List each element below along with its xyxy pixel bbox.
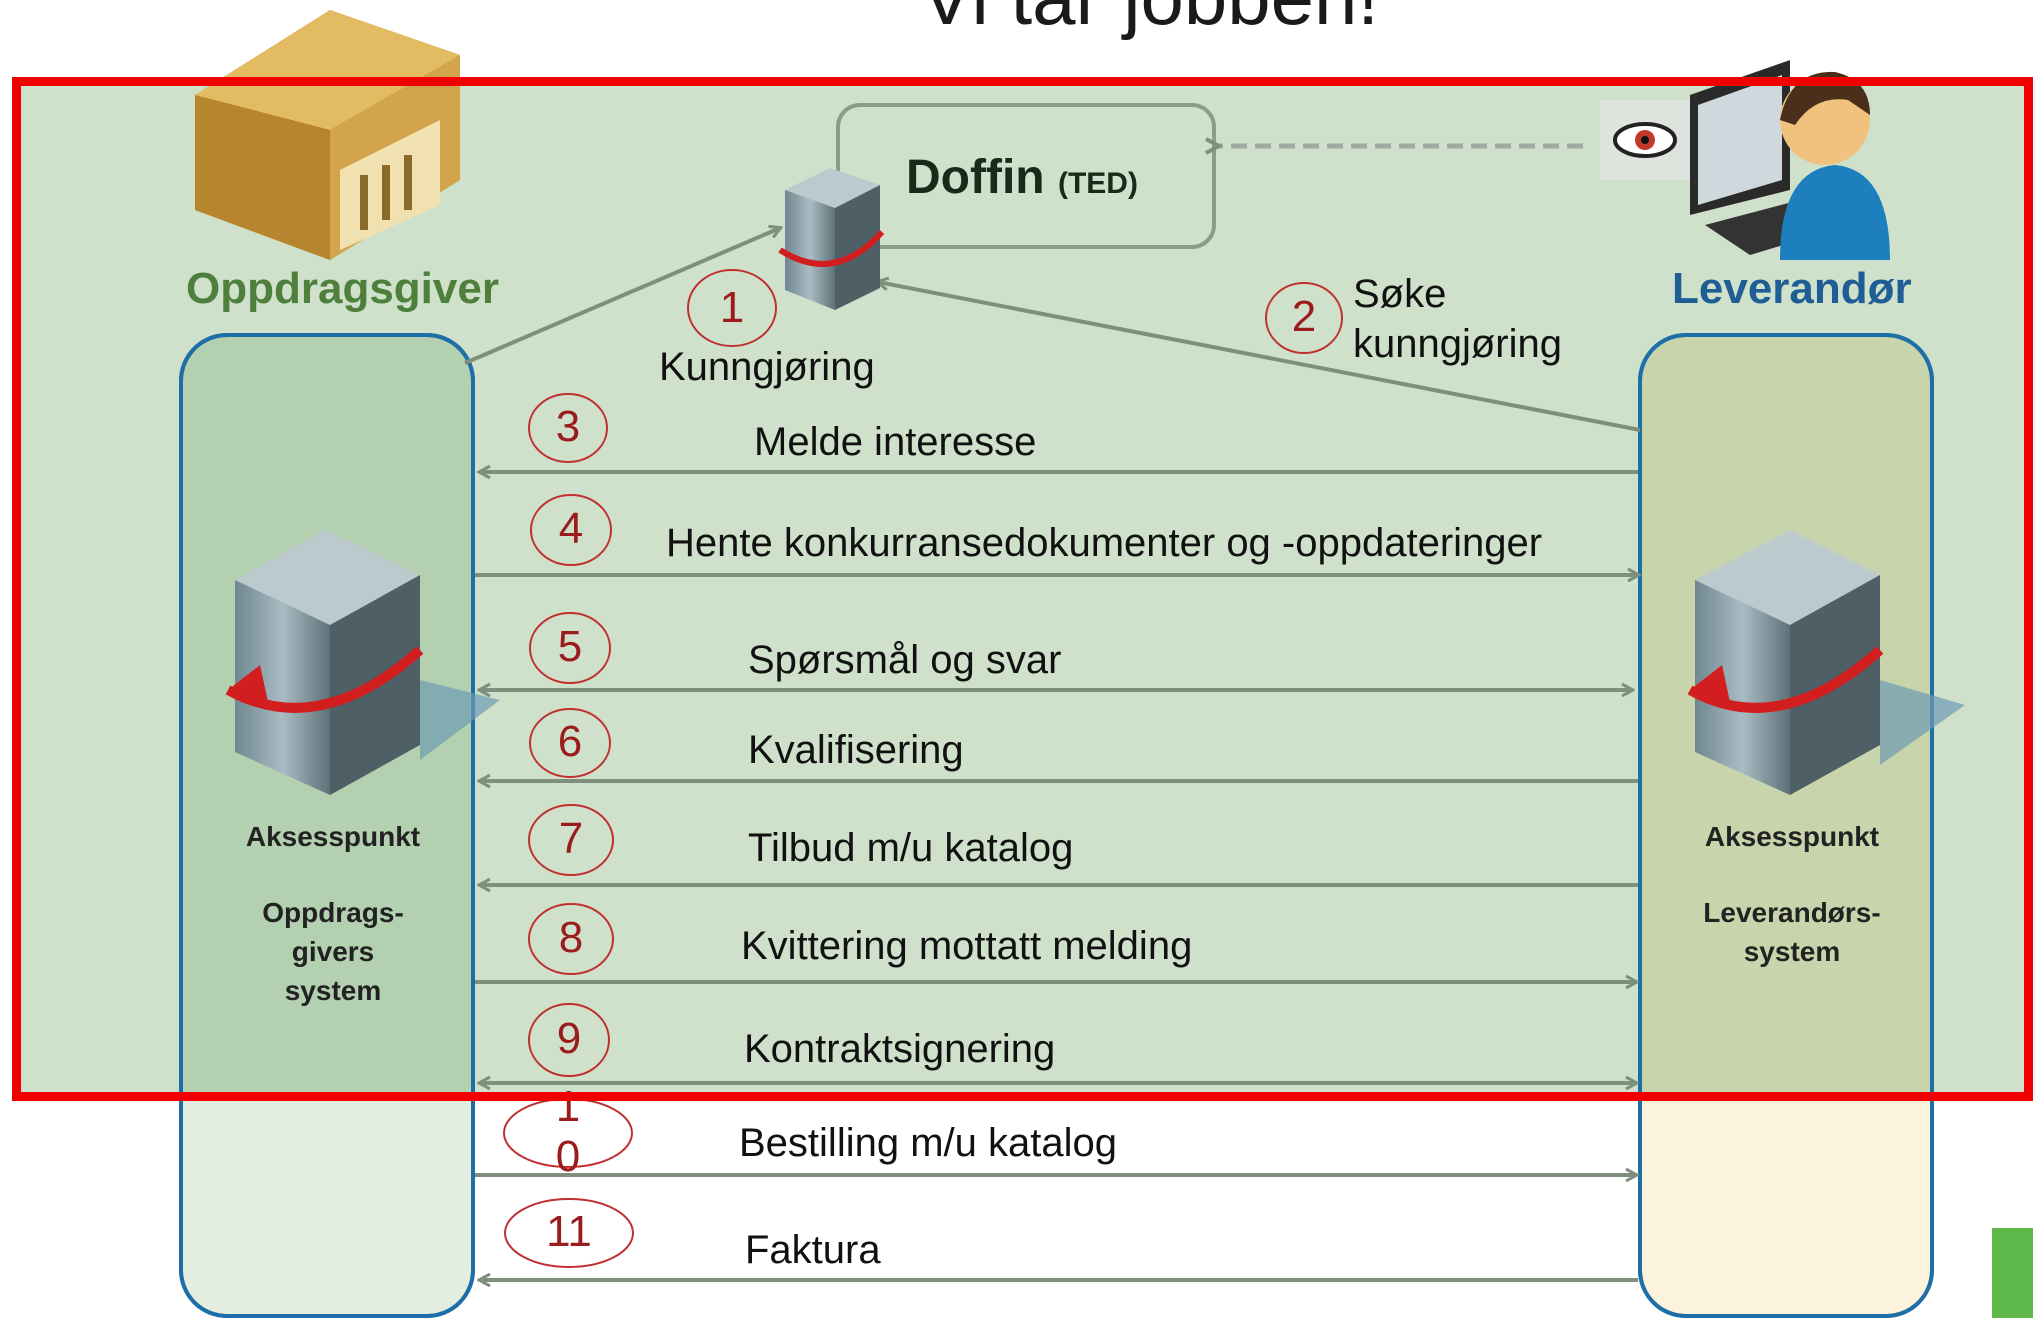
page-title: Vi tar jobben! — [700, 0, 1600, 43]
oppdragsgiver-column-border — [179, 333, 475, 1318]
arrow-step-1 — [464, 228, 780, 365]
highlight-frame — [12, 77, 2033, 1101]
step-label-2-line1: Søke — [1353, 272, 1447, 316]
circle-step-11 — [504, 1198, 634, 1268]
eye-icon — [1600, 100, 1690, 180]
doffin-title: Doffin (TED) — [906, 150, 1138, 205]
step-number-2: 2 — [1291, 292, 1317, 341]
step-number-5: 5 — [557, 622, 583, 671]
server-icon — [778, 168, 885, 310]
step-number-1: 1 — [719, 283, 745, 332]
step-number-7: 7 — [558, 814, 584, 863]
right-server-icon — [1687, 530, 1965, 795]
corner-logo-fragment — [1992, 1228, 2033, 1318]
step-label-5: Spørsmål og svar — [748, 638, 1062, 682]
right-system-label: Leverandørs- system — [1662, 893, 1922, 971]
left-system-label: Oppdrags- givers system — [203, 893, 463, 1010]
leverandor-column-border — [1638, 333, 1934, 1318]
user-computer-icon — [1690, 60, 1890, 260]
leverandor-column-lower — [1642, 1101, 1930, 1314]
step-number-8: 8 — [558, 913, 584, 962]
step-label-3: Melde interesse — [754, 420, 1037, 464]
step-label-6: Kvalifisering — [748, 728, 964, 772]
step-label-2-line2: kunngjøring — [1353, 322, 1563, 366]
right-system-line: Leverandørs- — [1703, 897, 1881, 928]
left-system-line: Oppdrags- — [262, 897, 404, 928]
doffin-name: Doffin — [906, 151, 1045, 204]
circle-step-8 — [528, 903, 614, 975]
leverandor-label: Leverandør — [1672, 264, 1912, 313]
step-number-4: 4 — [558, 504, 584, 553]
oppdragsgiver-column-lower — [183, 1101, 471, 1314]
right-system-line: system — [1743, 936, 1841, 967]
step-label-7: Tilbud m/u katalog — [748, 826, 1074, 870]
arrow-step-2 — [878, 282, 1641, 432]
circle-step-5 — [529, 612, 611, 684]
circle-step-9 — [528, 1003, 610, 1077]
step-number-3: 3 — [555, 402, 581, 451]
doffin-box — [836, 103, 1216, 249]
left-server-icon — [225, 530, 500, 795]
left-system-line: system — [284, 975, 382, 1006]
left-access-point-label: Aksesspunkt — [245, 821, 421, 852]
circle-step-7 — [528, 804, 614, 876]
circle-step-4 — [530, 494, 612, 566]
left-system-line: givers — [291, 936, 375, 967]
step-number-11: 11 — [546, 1207, 592, 1256]
circle-step-2 — [1265, 282, 1343, 354]
circle-step-3 — [528, 393, 608, 463]
step-number-10-bottom: 0 — [555, 1132, 581, 1181]
step-label-4: Hente konkurransedokumenter og -oppdater… — [666, 521, 1543, 565]
step-label-11: Faktura — [745, 1228, 881, 1272]
circle-step-6 — [529, 708, 611, 778]
step-label-10: Bestilling m/u katalog — [739, 1121, 1117, 1165]
step-number-10-top: 1 — [555, 1082, 581, 1131]
step-number-9: 9 — [556, 1014, 582, 1063]
step-number-6: 6 — [557, 717, 583, 766]
right-access-point-label: Aksesspunkt — [1704, 821, 1880, 852]
doffin-ted: (TED) — [1057, 167, 1138, 200]
oppdragsgiver-label: Oppdragsgiver — [186, 264, 499, 313]
circle-step-1 — [687, 269, 777, 347]
step-label-8: Kvittering mottatt melding — [741, 924, 1193, 968]
step-label-9: Kontraktsignering — [744, 1027, 1056, 1071]
step-label-1: Kunngjøring — [659, 345, 875, 389]
building-icon — [195, 10, 460, 260]
